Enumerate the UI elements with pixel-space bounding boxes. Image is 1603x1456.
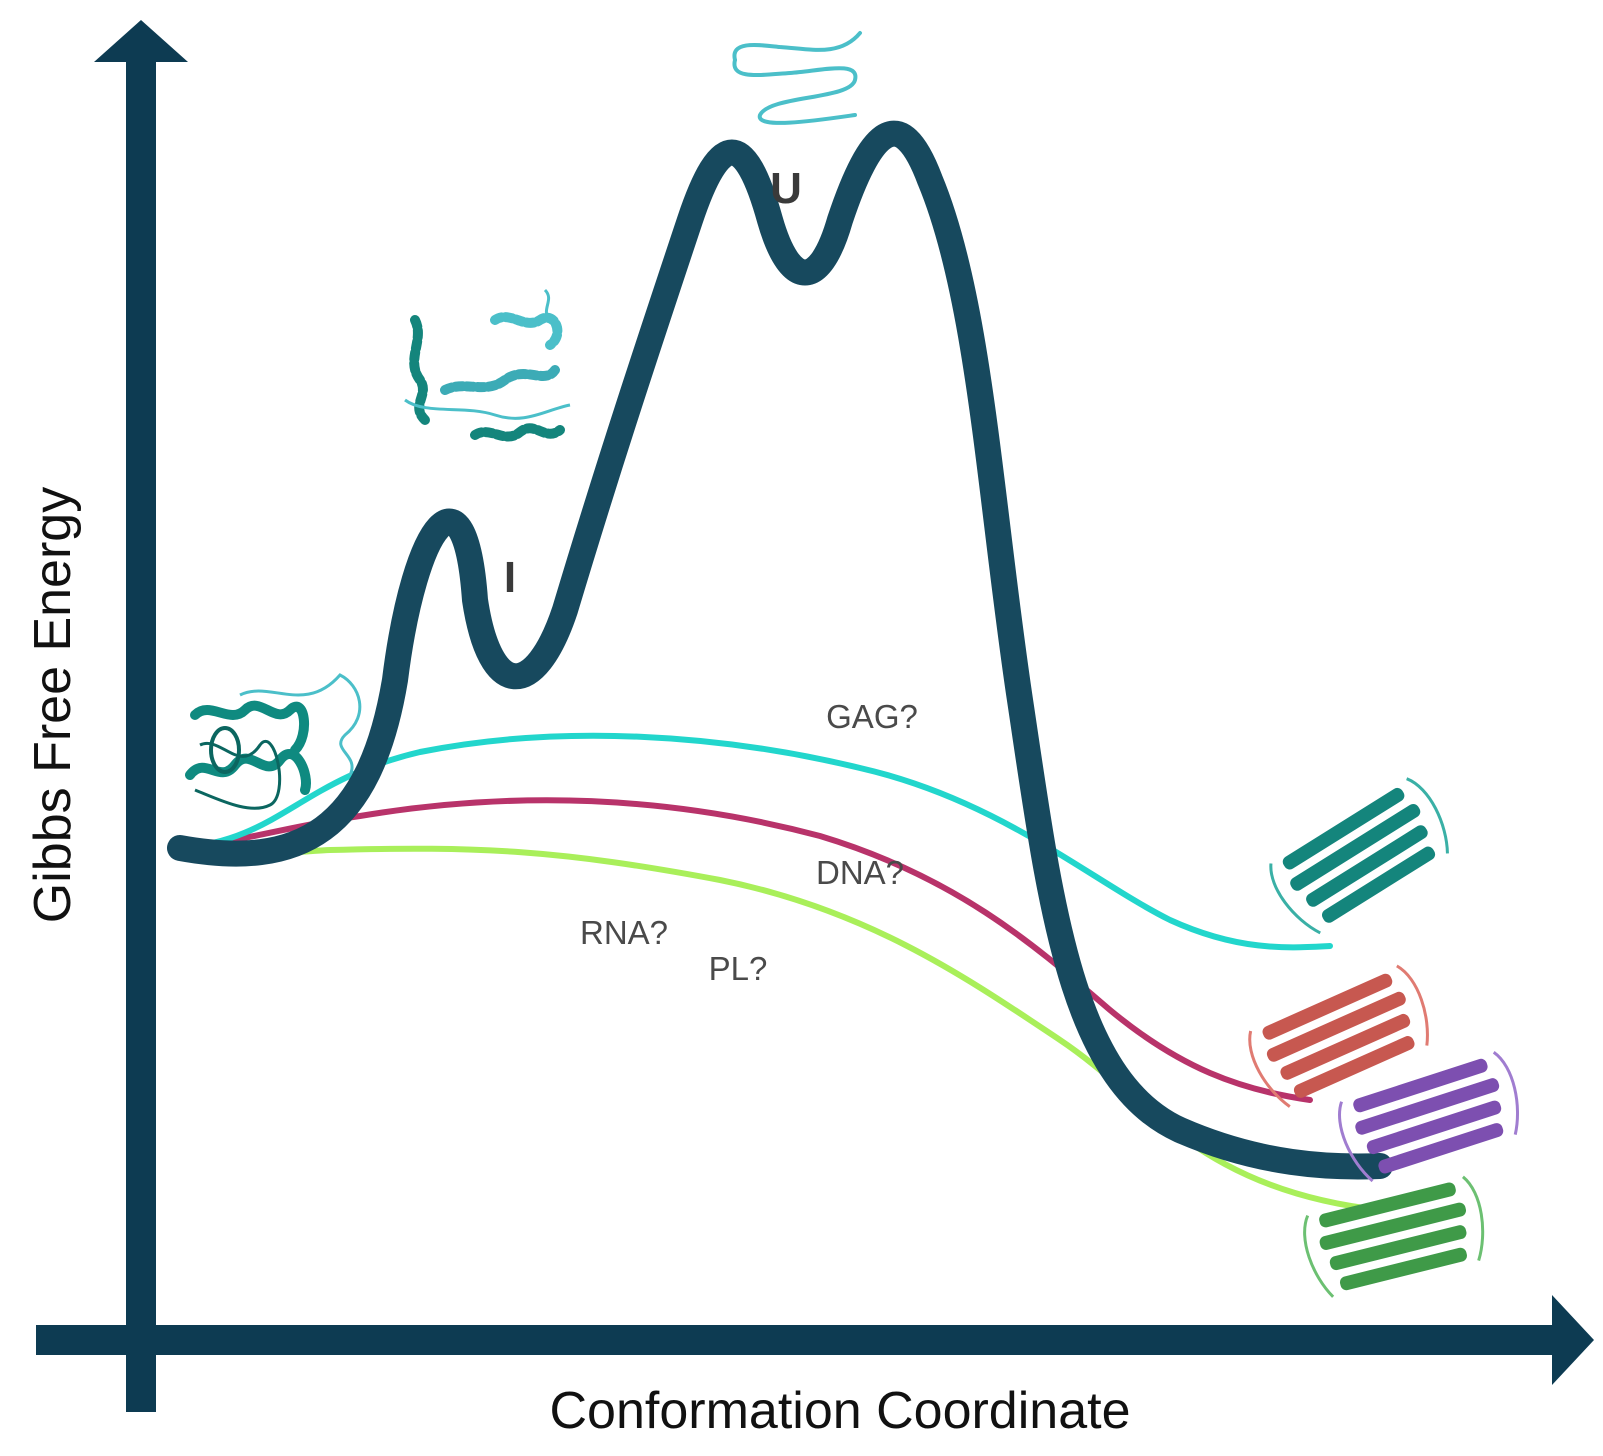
intermediate-state-label: I: [504, 553, 516, 602]
unfolded-state-label: U: [770, 164, 802, 213]
y-axis-line: [126, 62, 156, 1412]
gag-path: [177, 732, 1333, 951]
unfolded-chain-icon: [732, 31, 862, 125]
green-fibril-icon: [1303, 1175, 1485, 1298]
intermediate-protein-icon: [404, 288, 571, 442]
x-axis-arrowhead: [1552, 1295, 1594, 1385]
x-axis-line: [36, 1325, 1566, 1355]
rna-label: RNA?: [580, 914, 668, 951]
red-fibril-icon: [1248, 964, 1429, 1108]
dna-label: DNA?: [816, 854, 904, 891]
rna-pl-path: [177, 845, 1383, 1213]
axes: [36, 20, 1594, 1412]
y-axis-arrowhead: [94, 20, 188, 62]
teal-fibril-icon: [1269, 777, 1449, 935]
main-folding-path: [167, 120, 1393, 1180]
gag-label: GAG?: [826, 698, 918, 735]
native-protein-icon: [185, 673, 362, 810]
y-axis-title: Gibbs Free Energy: [24, 487, 82, 923]
x-axis-title: Conformation Coordinate: [550, 1382, 1131, 1440]
pl-label: PL?: [709, 950, 768, 987]
purple-fibril-icon: [1338, 1051, 1519, 1183]
